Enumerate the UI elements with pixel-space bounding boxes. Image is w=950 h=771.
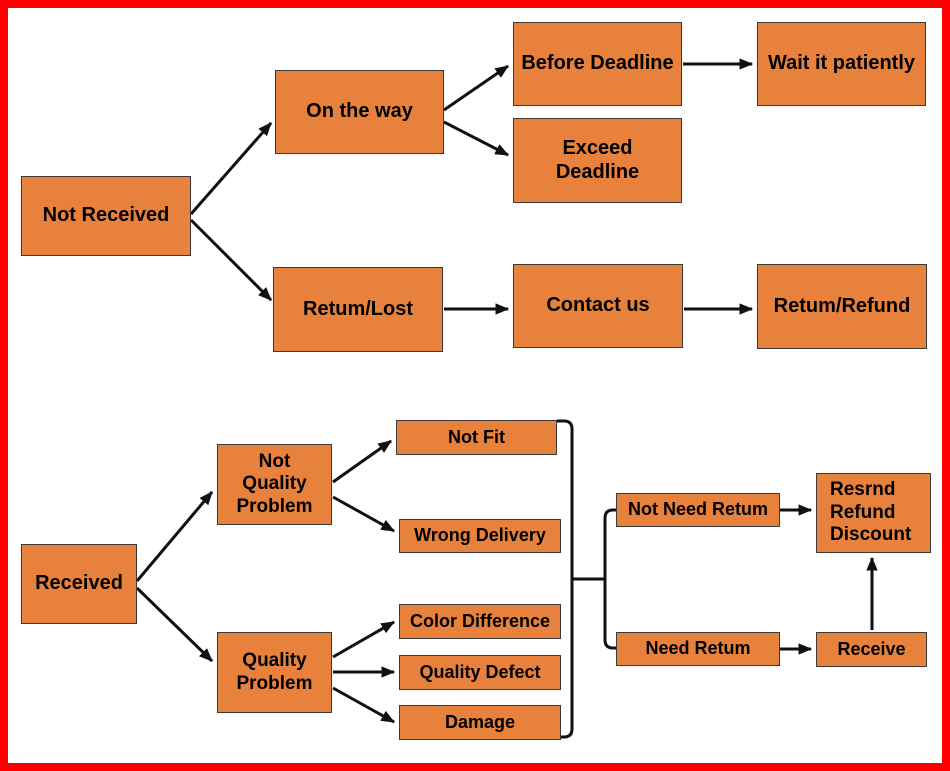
arrow-not-received-to-on-the-way xyxy=(189,122,273,215)
connector-layer xyxy=(135,58,878,739)
node-need-retum: Need Retum xyxy=(616,632,780,666)
node-contact-us: Contact us xyxy=(513,264,683,348)
node-quality-defect: Quality Defect xyxy=(399,655,561,690)
arrow-on-the-way-to-exceed-deadline xyxy=(443,120,510,157)
node-color-difference: Color Difference xyxy=(399,604,561,639)
node-not-received: Not Received xyxy=(21,176,191,256)
arrow-quality-problem-to-color-difference xyxy=(332,620,396,659)
node-retum-refund: Retum/Refund xyxy=(757,264,927,349)
node-wrong-delivery: Wrong Delivery xyxy=(399,519,561,553)
node-wait-it-patiently: Wait it patiently xyxy=(757,22,926,106)
arrow-not-quality-problem-to-not-fit xyxy=(332,439,392,484)
arrow-received-to-not-quality-problem xyxy=(135,491,214,582)
arrow-received-to-quality-problem xyxy=(135,586,214,663)
arrow-on-the-way-to-before-deadline xyxy=(443,64,509,112)
node-received: Received xyxy=(21,544,137,624)
node-not-quality-problem: Not Quality Problem xyxy=(217,444,332,525)
node-before-deadline: Before Deadline xyxy=(513,22,682,106)
node-exceed-deadline: Exceed Deadline xyxy=(513,118,682,203)
node-not-fit: Not Fit xyxy=(396,420,557,455)
arrow-not-received-to-retum-lost xyxy=(189,218,273,302)
node-not-need-retum: Not Need Retum xyxy=(616,493,780,527)
node-on-the-way: On the way xyxy=(275,70,444,154)
node-retum-lost: Retum/Lost xyxy=(273,267,443,352)
node-damage: Damage xyxy=(399,705,561,740)
node-quality-problem: Quality Problem xyxy=(217,632,332,713)
node-resrnd-refund-discount: Resrnd Refund Discount xyxy=(816,473,931,553)
node-receive: Receive xyxy=(816,632,927,667)
bracket-retum-group xyxy=(603,508,616,650)
arrow-quality-problem-to-damage xyxy=(332,686,396,724)
arrow-not-quality-problem-to-wrong-delivery xyxy=(332,495,396,533)
